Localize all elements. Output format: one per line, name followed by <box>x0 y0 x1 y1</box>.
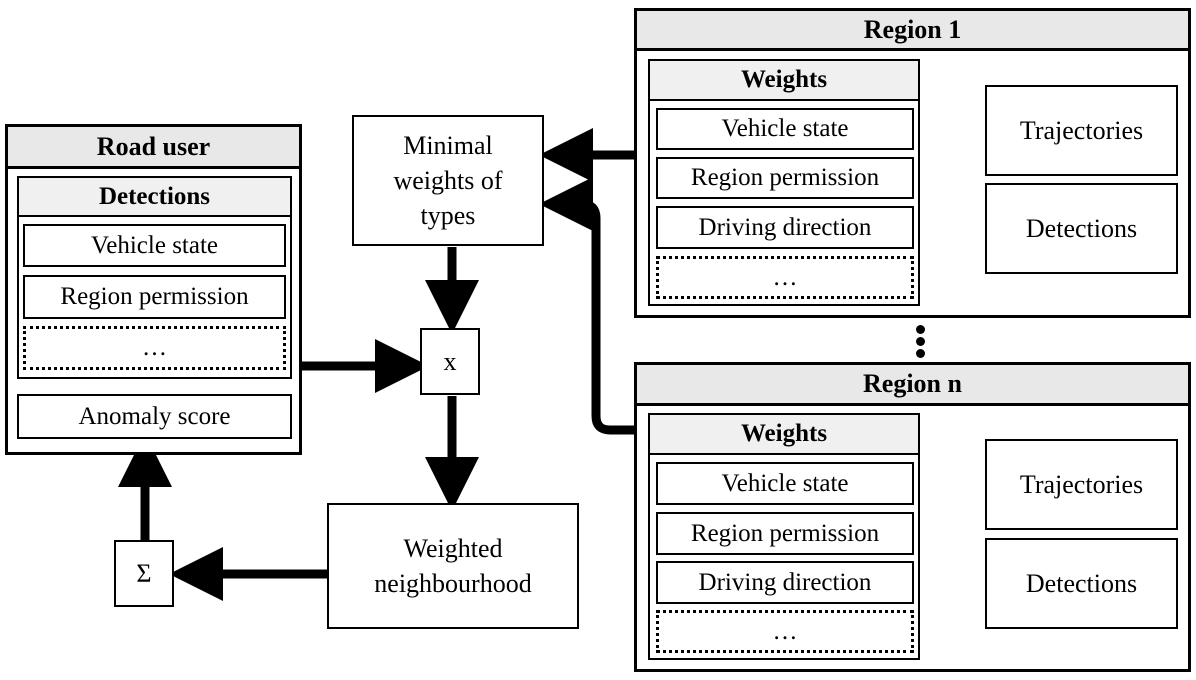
minimal-weights-line2: weights of <box>393 165 503 195</box>
minimal-weights-line1: Minimal <box>403 130 493 160</box>
minimal-weights-line3: types <box>420 201 476 231</box>
regionn-trajectories: Trajectories <box>985 439 1178 530</box>
regionn-item-region-permission: Region permission <box>656 512 914 555</box>
regionn-weights-title: Weights <box>648 413 920 455</box>
region1-detections: Detections <box>985 183 1178 274</box>
ellipsis-dot-2 <box>916 337 925 346</box>
minimal-weights-box: Minimal weights of types <box>352 115 544 246</box>
multiply-node: x <box>420 328 480 395</box>
weighted-neighbourhood-line1: Weighted <box>403 533 503 563</box>
regionn-item-more: … <box>656 610 914 653</box>
region1-trajectories: Trajectories <box>985 85 1178 176</box>
road-user-item-more: … <box>23 326 286 370</box>
regionn-detections: Detections <box>985 538 1178 629</box>
region1-item-vehicle-state: Vehicle state <box>656 108 914 150</box>
region1-weights-title: Weights <box>648 59 920 101</box>
regionn-item-vehicle-state: Vehicle state <box>656 462 914 505</box>
weighted-neighbourhood-box: Weighted neighbourhood <box>327 503 579 629</box>
road-user-title: Road user <box>5 124 302 169</box>
regionn-title: Region n <box>634 362 1191 406</box>
road-user-item-vehicle-state: Vehicle state <box>23 224 286 267</box>
anomaly-score: Anomaly score <box>17 394 292 439</box>
ellipsis-dot-3 <box>916 349 925 358</box>
sum-node: Σ <box>114 540 174 607</box>
region1-item-more: … <box>656 256 914 299</box>
regionn-item-driving-direction: Driving direction <box>656 561 914 604</box>
weighted-neighbourhood-line2: neighbourhood <box>374 569 532 598</box>
region1-item-driving-direction: Driving direction <box>656 206 914 249</box>
region1-item-region-permission: Region permission <box>656 157 914 199</box>
region1-title: Region 1 <box>634 8 1191 51</box>
ellipsis-dot-1 <box>916 325 925 334</box>
arrow-regionn-to-minweights <box>539 177 650 435</box>
road-user-item-region-permission: Region permission <box>23 275 286 319</box>
road-user-detections-title: Detections <box>17 176 292 217</box>
